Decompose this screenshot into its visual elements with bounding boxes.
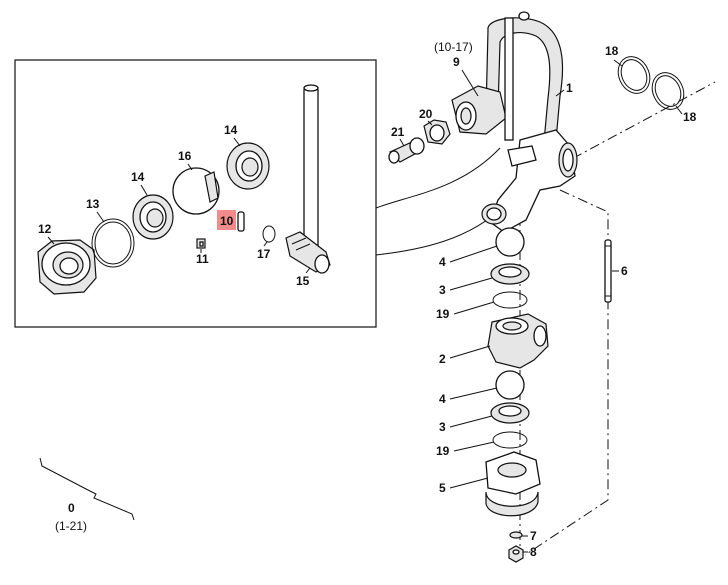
- label-18-b: 18: [683, 110, 697, 124]
- label-19-lower: 19: [436, 444, 450, 458]
- label-15: 15: [296, 274, 310, 288]
- overall-reference: 0 (1-21): [39, 457, 135, 533]
- label-6: 6: [621, 264, 628, 278]
- ball-part-4-lower: [495, 370, 525, 400]
- label-16: 16: [178, 149, 192, 163]
- stud-part-6: [604, 239, 612, 303]
- nut-part-20: [423, 119, 451, 145]
- label-14-left: 14: [131, 170, 145, 184]
- label-18-a: 18: [605, 44, 619, 58]
- label-7: 7: [530, 529, 537, 543]
- label-3-lower: 3: [439, 420, 446, 434]
- oring-part-18-a: [617, 56, 651, 94]
- pin-part-10: [237, 211, 245, 232]
- label-21: 21: [391, 125, 405, 139]
- label-4-upper: 4: [439, 255, 446, 269]
- label-19-upper: 19: [436, 307, 450, 321]
- fitting-part-9: [451, 11, 530, 141]
- washer-part-7: [509, 531, 523, 539]
- label-13: 13: [86, 197, 100, 211]
- oring-part-18-b: [651, 72, 685, 110]
- shaft-part-15: [285, 84, 331, 274]
- nut-part-12: [37, 239, 97, 295]
- label-3-upper: 3: [439, 283, 446, 297]
- plug-part-21: [388, 137, 425, 164]
- oring-part-13: [91, 218, 135, 268]
- label-0: 0: [68, 501, 75, 515]
- label-20: 20: [419, 107, 433, 121]
- detail-inset: 14 16 14 13 12 10 11 17 15: [14, 59, 506, 328]
- label-ref-10-17: (10-17): [434, 40, 473, 54]
- label-9: 9: [453, 55, 460, 69]
- seat-part-3-lower: [490, 402, 530, 424]
- ball-part-4-upper: [495, 227, 525, 257]
- housing-part-1: [481, 17, 578, 233]
- oring-part-17: [262, 225, 276, 243]
- label-ref-1-21: (1-21): [55, 519, 87, 533]
- nut-part-8: [508, 545, 524, 563]
- label-4-lower: 4: [439, 392, 446, 406]
- valve-body-part-2: [487, 313, 549, 369]
- label-10: 10: [220, 214, 234, 228]
- label-14-right: 14: [224, 123, 238, 137]
- label-17: 17: [257, 247, 271, 261]
- label-2: 2: [439, 352, 446, 366]
- ball-part-16: [172, 167, 220, 215]
- main-assembly: (10-17) 9 1 18 18 20 21 6 4 3 19 2 4 3 1…: [388, 11, 716, 563]
- oring-part-19-lower: [492, 431, 528, 449]
- seat-part-14-left: [132, 194, 174, 240]
- seat-part-3-upper: [490, 263, 530, 285]
- oring-part-19-upper: [492, 291, 528, 309]
- label-12: 12: [38, 222, 52, 236]
- label-8: 8: [530, 545, 537, 559]
- bolt-part-11: [196, 238, 206, 249]
- label-1: 1: [566, 81, 573, 95]
- label-5: 5: [439, 481, 446, 495]
- flange-part-5: [485, 451, 541, 517]
- highlight-box-10: [217, 210, 236, 230]
- seat-part-14-right: [226, 142, 270, 190]
- label-11: 11: [196, 252, 209, 266]
